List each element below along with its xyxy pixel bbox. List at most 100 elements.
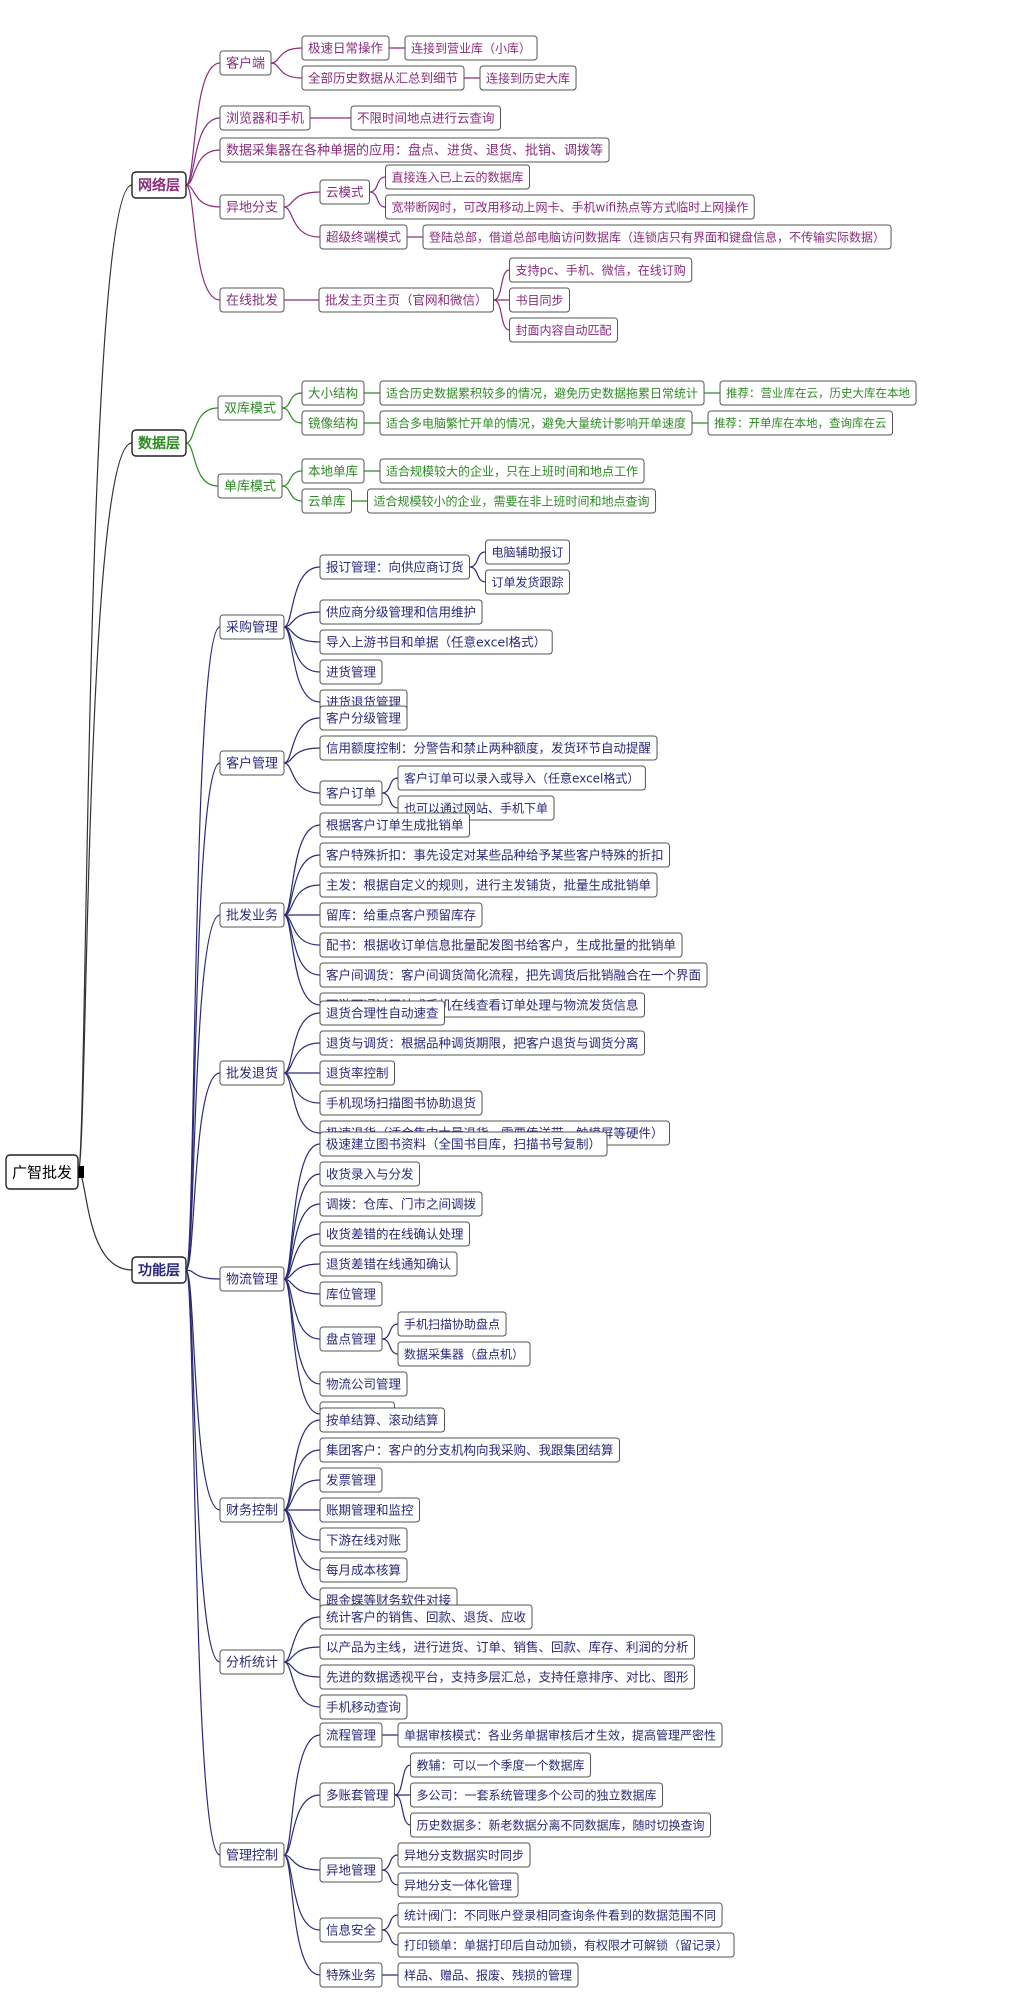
level-3-node[interactable]: 进货管理 xyxy=(319,659,383,685)
node-label: 多账套管理 xyxy=(326,1788,389,1803)
level-4-node[interactable]: 电脑辅助报订 xyxy=(485,539,571,565)
level-2-node[interactable]: 分析统计 xyxy=(219,1649,285,1675)
level-3-node[interactable]: 超级终端模式 xyxy=(319,224,408,250)
level-2-node[interactable]: 异地分支 xyxy=(219,194,285,220)
level-2-node[interactable]: 物流管理 xyxy=(219,1266,285,1292)
level-3-node[interactable]: 客户订单 xyxy=(319,780,383,806)
level-3-node[interactable]: 盘点管理 xyxy=(319,1326,383,1352)
level-3-node[interactable]: 退货与调货：根据品种调货期限，把客户退货与调货分离 xyxy=(319,1030,646,1056)
level-5-node[interactable]: 推荐：营业库在云，历史大库在本地 xyxy=(719,380,917,406)
level-3-node[interactable]: 大小结构 xyxy=(301,380,365,406)
level-3-node[interactable]: 多账套管理 xyxy=(319,1782,396,1808)
level-3-node[interactable]: 下游在线对账 xyxy=(319,1527,408,1553)
level-3-node[interactable]: 特殊业务 xyxy=(319,1962,383,1988)
level-3-node[interactable]: 统计客户的销售、回款、退货、应收 xyxy=(319,1604,533,1630)
level-3-node[interactable]: 批发主页主页（官网和微信） xyxy=(318,287,495,313)
level-4-node[interactable]: 连接到营业库（小库） xyxy=(404,35,538,61)
level-3-node[interactable]: 配书：根据收订单信息批量配发图书给客户，生成批量的批销单 xyxy=(319,932,683,958)
level-3-node[interactable]: 收货录入与分发 xyxy=(319,1161,421,1187)
level-2-node[interactable]: 浏览器和手机 xyxy=(219,105,311,131)
level-4-node[interactable]: 连接到历史大库 xyxy=(479,65,577,91)
level-3-node[interactable]: 报订管理：向供应商订货 xyxy=(319,554,471,580)
level-2-node[interactable]: 双库模式 xyxy=(217,395,283,421)
level-3-node[interactable]: 供应商分级管理和信用维护 xyxy=(319,599,483,625)
level-3-node[interactable]: 主发：根据自定义的规则，进行主发铺货，批量生成批销单 xyxy=(319,872,658,898)
level-3-node[interactable]: 物流公司管理 xyxy=(319,1371,408,1397)
level-4-node[interactable]: 登陆总部，借道总部电脑访问数据库（连锁店只有界面和键盘信息，不传输实际数据） xyxy=(422,224,892,250)
level-4-node[interactable]: 适合历史数据累积较多的情况，避免历史数据拖累日常统计 xyxy=(379,380,705,406)
level-2-node[interactable]: 批发退货 xyxy=(219,1060,285,1086)
level-3-node[interactable]: 库位管理 xyxy=(319,1281,383,1307)
level-3-node[interactable]: 收货差错的在线确认处理 xyxy=(319,1221,471,1247)
level-3-node[interactable]: 发票管理 xyxy=(319,1467,383,1493)
level-4-node[interactable]: 教辅：可以一个季度一个数据库 xyxy=(410,1752,592,1778)
level-4-node[interactable]: 支持pc、手机、微信，在线订购 xyxy=(509,257,693,283)
level-3-node[interactable]: 本地单库 xyxy=(301,458,365,484)
level-4-node[interactable]: 数据采集器（盘点机） xyxy=(397,1341,531,1367)
level-3-node[interactable]: 客户分级管理 xyxy=(319,705,408,731)
level-3-node[interactable]: 根据客户订单生成批销单 xyxy=(319,812,471,838)
level-3-node[interactable]: 手机现场扫描图书协助退货 xyxy=(319,1090,483,1116)
level-3-node[interactable]: 每月成本核算 xyxy=(319,1557,408,1583)
level-4-node[interactable]: 手机扫描协助盘点 xyxy=(397,1311,507,1337)
level-3-node[interactable]: 镜像结构 xyxy=(301,410,365,436)
level-3-node[interactable]: 手机移动查询 xyxy=(319,1694,408,1720)
level-2-node[interactable]: 单库模式 xyxy=(217,473,283,499)
level-3-node[interactable]: 调拨：仓库、门市之间调拨 xyxy=(319,1191,483,1217)
level-3-node[interactable]: 极速建立图书资料（全国书目库，扫描书号复制） xyxy=(319,1131,608,1157)
level-4-node[interactable]: 适合多电脑繁忙开单的情况，避免大量统计影响开单速度 xyxy=(379,410,693,436)
level-4-node[interactable]: 单据审核模式：各业务单据审核后才生效，提高管理严密性 xyxy=(397,1722,723,1748)
level-2-node[interactable]: 批发业务 xyxy=(219,902,285,928)
level-1-node[interactable]: 数据层 xyxy=(131,429,187,457)
level-2-node[interactable]: 采购管理 xyxy=(219,614,285,640)
level-4-node[interactable]: 样品、赠品、报废、残损的管理 xyxy=(397,1962,579,1988)
level-4-node[interactable]: 宽带断网时，可改用移动上网卡、手机wifi热点等方式临时上网操作 xyxy=(385,194,755,220)
level-4-node[interactable]: 适合规模较大的企业，只在上班时间和地点工作 xyxy=(379,458,645,484)
level-4-node[interactable]: 书目同步 xyxy=(509,287,571,313)
level-3-node[interactable]: 退货率控制 xyxy=(319,1060,396,1086)
level-3-node[interactable]: 账期管理和监控 xyxy=(319,1497,421,1523)
level-4-node[interactable]: 异地分支数据实时同步 xyxy=(397,1842,531,1868)
level-2-node[interactable]: 数据采集器在各种单据的应用：盘点、进货、退货、批销、调拨等 xyxy=(219,137,610,163)
level-4-node[interactable]: 适合规模较小的企业，需要在非上班时间和地点查询 xyxy=(367,488,657,514)
level-3-node[interactable]: 导入上游书目和单据（任意excel格式） xyxy=(319,629,553,655)
level-4-node[interactable]: 直接连入已上云的数据库 xyxy=(385,164,531,190)
level-3-node[interactable]: 以产品为主线，进行进货、订单、销售、回款、库存、利润的分析 xyxy=(319,1634,696,1660)
level-2-node[interactable]: 客户管理 xyxy=(219,750,285,776)
level-3-node[interactable]: 按单结算、滚动结算 xyxy=(319,1407,446,1433)
level-3-node[interactable]: 流程管理 xyxy=(319,1722,383,1748)
level-3-node[interactable]: 退货差错在线通知确认 xyxy=(319,1251,458,1277)
level-3-node[interactable]: 退货合理性自动速查 xyxy=(319,1000,446,1026)
level-4-node[interactable]: 客户订单可以录入或导入（任意excel格式） xyxy=(397,765,646,791)
level-3-node[interactable]: 信用额度控制：分警告和禁止两种额度，发货环节自动提醒 xyxy=(319,735,658,761)
level-2-node[interactable]: 在线批发 xyxy=(219,287,285,313)
connector xyxy=(283,1854,321,1976)
level-3-node[interactable]: 集团客户：客户的分支机构向我采购、我跟集团结算 xyxy=(319,1437,621,1463)
level-1-node[interactable]: 网络层 xyxy=(131,171,187,199)
node-label: 客户分级管理 xyxy=(326,711,402,726)
level-1-node[interactable]: 功能层 xyxy=(131,1256,187,1284)
level-2-node[interactable]: 管理控制 xyxy=(219,1842,285,1868)
level-4-node[interactable]: 多公司：一套系统管理多个公司的独立数据库 xyxy=(410,1782,664,1808)
level-3-node[interactable]: 信息安全 xyxy=(319,1917,383,1943)
level-4-node[interactable]: 统计阀门：不同账户登录相同查询条件看到的数据范围不同 xyxy=(397,1902,723,1928)
level-2-node[interactable]: 财务控制 xyxy=(219,1497,285,1523)
level-3-node[interactable]: 客户特殊折扣：事先设定对某些品种给予某些客户特殊的折扣 xyxy=(319,842,671,868)
level-5-node[interactable]: 推荐：开单库在本地，查询库在云 xyxy=(707,410,894,436)
level-3-node[interactable]: 异地管理 xyxy=(319,1857,383,1883)
level-4-node[interactable]: 订单发货跟踪 xyxy=(485,569,571,595)
level-3-node[interactable]: 极速日常操作 xyxy=(301,35,390,61)
level-3-node[interactable]: 云模式 xyxy=(319,179,371,205)
level-3-node[interactable]: 不限时间地点进行云查询 xyxy=(350,105,502,131)
level-4-node[interactable]: 打印锁单：单据打印后自动加锁，有权限才可解锁（留记录） xyxy=(397,1932,735,1958)
level-4-node[interactable]: 历史数据多：新老数据分离不同数据库，随时切换查询 xyxy=(410,1812,712,1838)
level-2-node[interactable]: 客户端 xyxy=(219,50,272,76)
root-node[interactable]: 广智批发 xyxy=(5,1154,79,1190)
level-3-node[interactable]: 云单库 xyxy=(301,488,353,514)
level-3-node[interactable]: 全部历史数据从汇总到细节 xyxy=(301,65,465,91)
level-4-node[interactable]: 封面内容自动匹配 xyxy=(509,317,619,343)
level-4-node[interactable]: 异地分支一体化管理 xyxy=(397,1872,519,1898)
level-3-node[interactable]: 留库：给重点客户预留库存 xyxy=(319,902,483,928)
level-3-node[interactable]: 先进的数据透视平台，支持多层汇总，支持任意排序、对比、图形 xyxy=(319,1664,696,1690)
level-3-node[interactable]: 客户间调货：客户间调货简化流程，把先调货后批销融合在一个界面 xyxy=(319,962,708,988)
